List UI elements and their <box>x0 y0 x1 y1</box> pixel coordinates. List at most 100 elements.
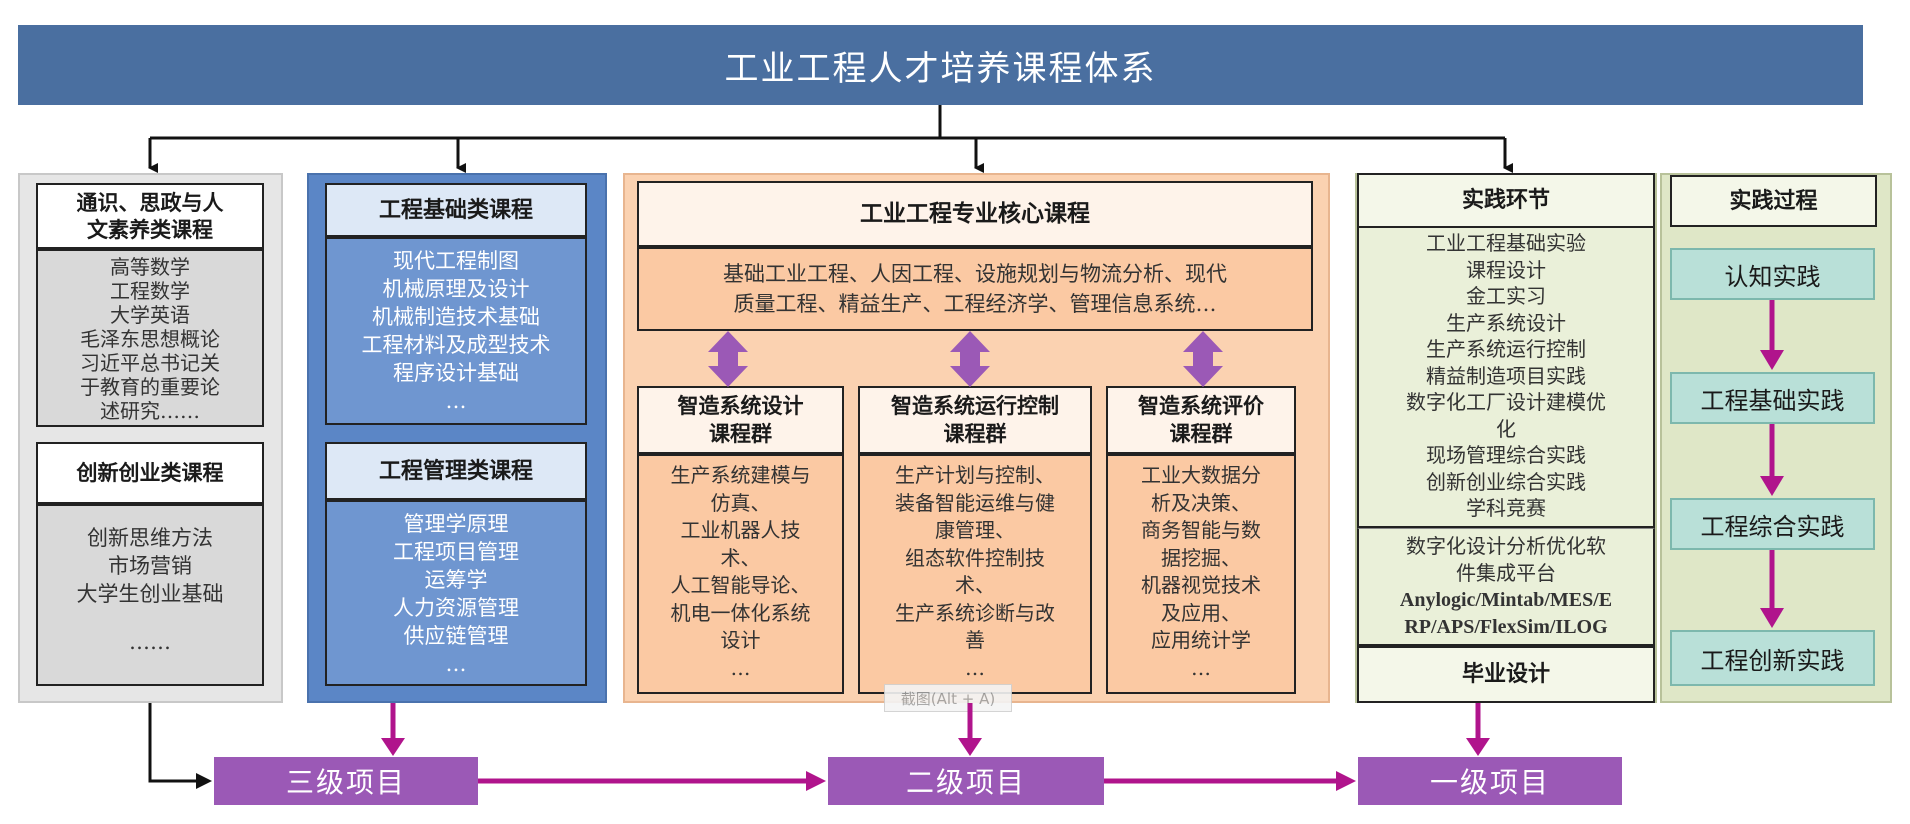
core-to-group-arrow-design <box>708 331 748 387</box>
level-three-to-level-two-arrow <box>478 771 826 791</box>
course-item: … <box>965 655 985 680</box>
platform-line: 数字化设计分析优化软 <box>1406 534 1606 558</box>
innovation-entrepreneurship-header: 创新创业类课程 <box>36 442 264 504</box>
engineering-foundation-header-text: 工程基础类课程 <box>378 196 533 223</box>
practice-step-cognitive: 认知实践 <box>1670 248 1875 300</box>
software-platform-box: 数字化设计分析优化软 件集成平台 Anylogic/Mintab/MES/E R… <box>1357 528 1655 646</box>
course-item: … <box>1191 655 1211 680</box>
level-two-project: 二级项目 <box>828 757 1104 805</box>
general-education-header-line1: 通识、思政与人 <box>76 189 224 215</box>
course-item: 述研究…… <box>100 399 200 423</box>
course-item: 善 <box>965 628 985 652</box>
course-item: 应用统计学 <box>1151 628 1251 652</box>
ie-core-header-text: 工业工程专业核心课程 <box>860 200 1090 228</box>
platform-line: RP/APS/FlexSim/ILOG <box>1404 616 1608 638</box>
operation-group-header-line1: 智造系统运行控制 <box>891 392 1059 418</box>
course-item: 现代工程制图 <box>393 249 519 273</box>
level-three-project: 三级项目 <box>214 757 478 805</box>
course-item: 设计 <box>720 628 761 652</box>
course-item: 仿真、 <box>710 490 771 515</box>
engineering-foundation-header: 工程基础类课程 <box>325 183 587 237</box>
practice-links-header-text: 实践环节 <box>1461 187 1550 214</box>
level-one-project: 一级项目 <box>1358 757 1622 805</box>
practice-process-header: 实践过程 <box>1670 175 1877 227</box>
practice-step-text: 工程创新实践 <box>1700 646 1845 675</box>
evaluation-group-header: 智造系统评价 课程群 <box>1106 386 1296 454</box>
title-tree-connector <box>148 105 1513 173</box>
course-item: 据挖掘、 <box>1161 545 1241 570</box>
course-item: 工程材料及成型技术 <box>361 333 551 357</box>
practice-item: 精益制造项目实践 <box>1426 363 1586 388</box>
operation-group-header: 智造系统运行控制 课程群 <box>858 386 1092 454</box>
platform-line: 件集成平台 <box>1456 561 1556 585</box>
graduation-design-box: 毕业设计 <box>1357 646 1655 703</box>
practice-step-text: 工程基础实践 <box>1700 386 1845 415</box>
core-to-group-arrow-evaluation <box>1183 331 1223 387</box>
practice-step-innovation: 工程创新实践 <box>1670 630 1875 686</box>
operation-group-course-list: 生产计划与控制、 装备智能运维与健 康管理、 组态软件控制技 术、 生产系统诊断… <box>858 454 1092 694</box>
level-two-to-level-one-arrow <box>1104 771 1356 791</box>
course-item: 生产系统诊断与改 <box>895 600 1055 625</box>
engineering-management-header: 工程管理类课程 <box>325 442 587 500</box>
course-item: 市场营销 <box>108 554 192 578</box>
ie-core-course-list: 基础工业工程、人因工程、设施规划与物流分析、现代 质量工程、精益生产、工程经济学… <box>637 247 1313 331</box>
course-item: 机器视觉技术 <box>1141 573 1261 597</box>
course-item: 装备智能运维与健 <box>895 490 1055 515</box>
col3-to-level-two-arrow <box>958 703 982 756</box>
course-item: 工程项目管理 <box>393 540 519 564</box>
ie-core-header: 工业工程专业核心课程 <box>637 181 1313 247</box>
practice-step-text: 认知实践 <box>1724 262 1821 291</box>
practice-item: 生产系统设计 <box>1446 310 1566 335</box>
practice-step-arrow-2 <box>1760 424 1784 496</box>
innovation-entrepreneurship-course-list: 创新思维方法 市场营销 大学生创业基础 …… <box>36 504 264 686</box>
col4-to-level-one-arrow <box>1466 703 1490 756</box>
evaluation-group-header-line1: 智造系统评价 <box>1138 392 1264 418</box>
course-item: 机械制造技术基础 <box>372 305 540 329</box>
course-item: 生产计划与控制、 <box>895 463 1055 487</box>
course-item: 术、 <box>955 573 995 597</box>
col2-to-level-three-arrow <box>381 703 405 756</box>
practice-item: 现场管理综合实践 <box>1426 443 1586 467</box>
core-course-line: 质量工程、精益生产、工程经济学、管理信息系统… <box>733 292 1217 316</box>
level-three-project-text: 三级项目 <box>285 766 406 799</box>
innovation-entrepreneurship-header-text: 创新创业类课程 <box>76 460 224 486</box>
course-item: 供应链管理 <box>403 624 509 648</box>
course-item: 大学生创业基础 <box>76 582 224 606</box>
course-item: 毛泽东思想概论 <box>80 327 220 351</box>
engineering-management-course-list: 管理学原理 工程项目管理 运筹学 人力资源管理 供应链管理 … <box>325 500 587 686</box>
course-item: 及应用、 <box>1161 600 1241 625</box>
course-item: …… <box>129 630 171 654</box>
general-education-header: 通识、思政与人 文素养类课程 <box>36 183 264 249</box>
course-item: 工业机器人技 <box>680 518 801 542</box>
course-item: 工业大数据分 <box>1141 463 1261 487</box>
course-item: 于教育的重要论 <box>80 375 220 399</box>
practice-step-text: 工程综合实践 <box>1700 512 1845 541</box>
practice-links-header: 实践环节 <box>1357 173 1655 228</box>
practice-item: 课程设计 <box>1466 257 1546 282</box>
graduation-design-text: 毕业设计 <box>1461 661 1550 688</box>
general-education-header-line2: 文素养类课程 <box>87 217 213 242</box>
course-item: … <box>445 652 467 676</box>
course-item: 程序设计基础 <box>393 361 519 385</box>
design-group-header-line2: 课程群 <box>709 421 772 446</box>
evaluation-group-course-list: 工业大数据分 析及决策、 商务智能与数 据挖掘、 机器视觉技术 及应用、 应用统… <box>1106 454 1296 694</box>
practice-item: 学科竞赛 <box>1466 496 1546 520</box>
course-item: … <box>730 655 751 680</box>
core-course-line: 基础工业工程、人因工程、设施规划与物流分析、现代 <box>723 262 1227 286</box>
course-item: 创新思维方法 <box>87 526 213 550</box>
course-item: 高等数学 <box>110 255 190 279</box>
design-group-course-list: 生产系统建模与 仿真、 工业机器人技 术、 人工智能导论、 机电一体化系统 设计… <box>637 454 844 694</box>
practice-item: 化 <box>1496 416 1516 441</box>
evaluation-group-header-line2: 课程群 <box>1169 421 1233 446</box>
course-item: 机电一体化系统 <box>670 600 811 625</box>
page-title: 工业工程人才培养课程体系 <box>18 25 1863 105</box>
course-item: 组态软件控制技 <box>905 545 1045 570</box>
course-item: 康管理、 <box>935 518 1015 542</box>
practice-item: 创新创业综合实践 <box>1426 469 1586 494</box>
course-item: 人工智能导论、 <box>670 573 811 597</box>
practice-step-comprehensive: 工程综合实践 <box>1670 498 1875 550</box>
course-item: 运筹学 <box>424 568 488 592</box>
course-item: … <box>445 389 467 413</box>
course-item: 商务智能与数 <box>1141 518 1261 542</box>
